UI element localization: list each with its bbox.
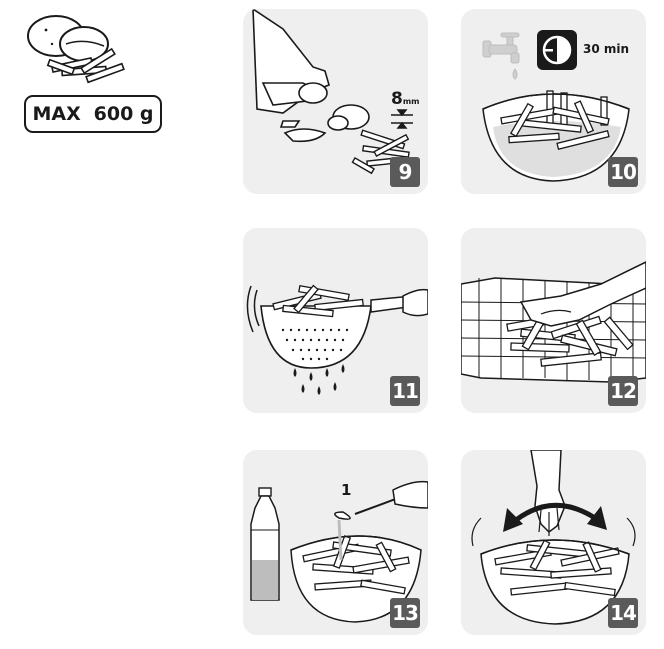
thickness-label: 8mm bbox=[391, 89, 420, 109]
step-number-10: 10 bbox=[608, 157, 638, 187]
faucet-icon bbox=[482, 32, 520, 80]
step-number-14: 14 bbox=[608, 598, 638, 628]
mixing-by-hand-illustration bbox=[471, 450, 636, 625]
step-number-13: 13 bbox=[390, 598, 420, 628]
step-panel-10: 30 min 10 bbox=[461, 9, 646, 194]
thickness-value: 8 bbox=[391, 89, 403, 109]
spoon-count: 1 bbox=[341, 481, 352, 499]
timer-icon bbox=[537, 30, 577, 70]
step-panel-14: 14 bbox=[461, 450, 646, 635]
step-panel-13: 1 13 bbox=[243, 450, 428, 635]
step-panel-11: 11 bbox=[243, 228, 428, 413]
step-number-9: 9 bbox=[390, 157, 420, 187]
step-number-11: 11 bbox=[390, 376, 420, 406]
soak-duration: 30 min bbox=[583, 42, 630, 56]
potato-fries-icon bbox=[27, 15, 125, 84]
drying-on-towel-illustration bbox=[461, 261, 646, 383]
oil-bottle-icon bbox=[250, 487, 280, 601]
soaking-in-water-illustration bbox=[482, 32, 630, 182]
cutting-potatoes-illustration bbox=[252, 9, 413, 175]
max-capacity-box: MAX 600 g bbox=[24, 95, 162, 133]
step-panel-12: 12 bbox=[461, 228, 646, 413]
draining-in-colander-illustration bbox=[246, 284, 428, 395]
step-number-12: 12 bbox=[608, 376, 638, 406]
step-panel-9: 8mm 9 bbox=[243, 9, 428, 194]
max-label: MAX bbox=[32, 103, 81, 125]
thickness-unit: mm bbox=[402, 97, 420, 106]
rotation-arrow-icon bbox=[509, 503, 597, 526]
max-value: 600 g bbox=[93, 103, 154, 125]
